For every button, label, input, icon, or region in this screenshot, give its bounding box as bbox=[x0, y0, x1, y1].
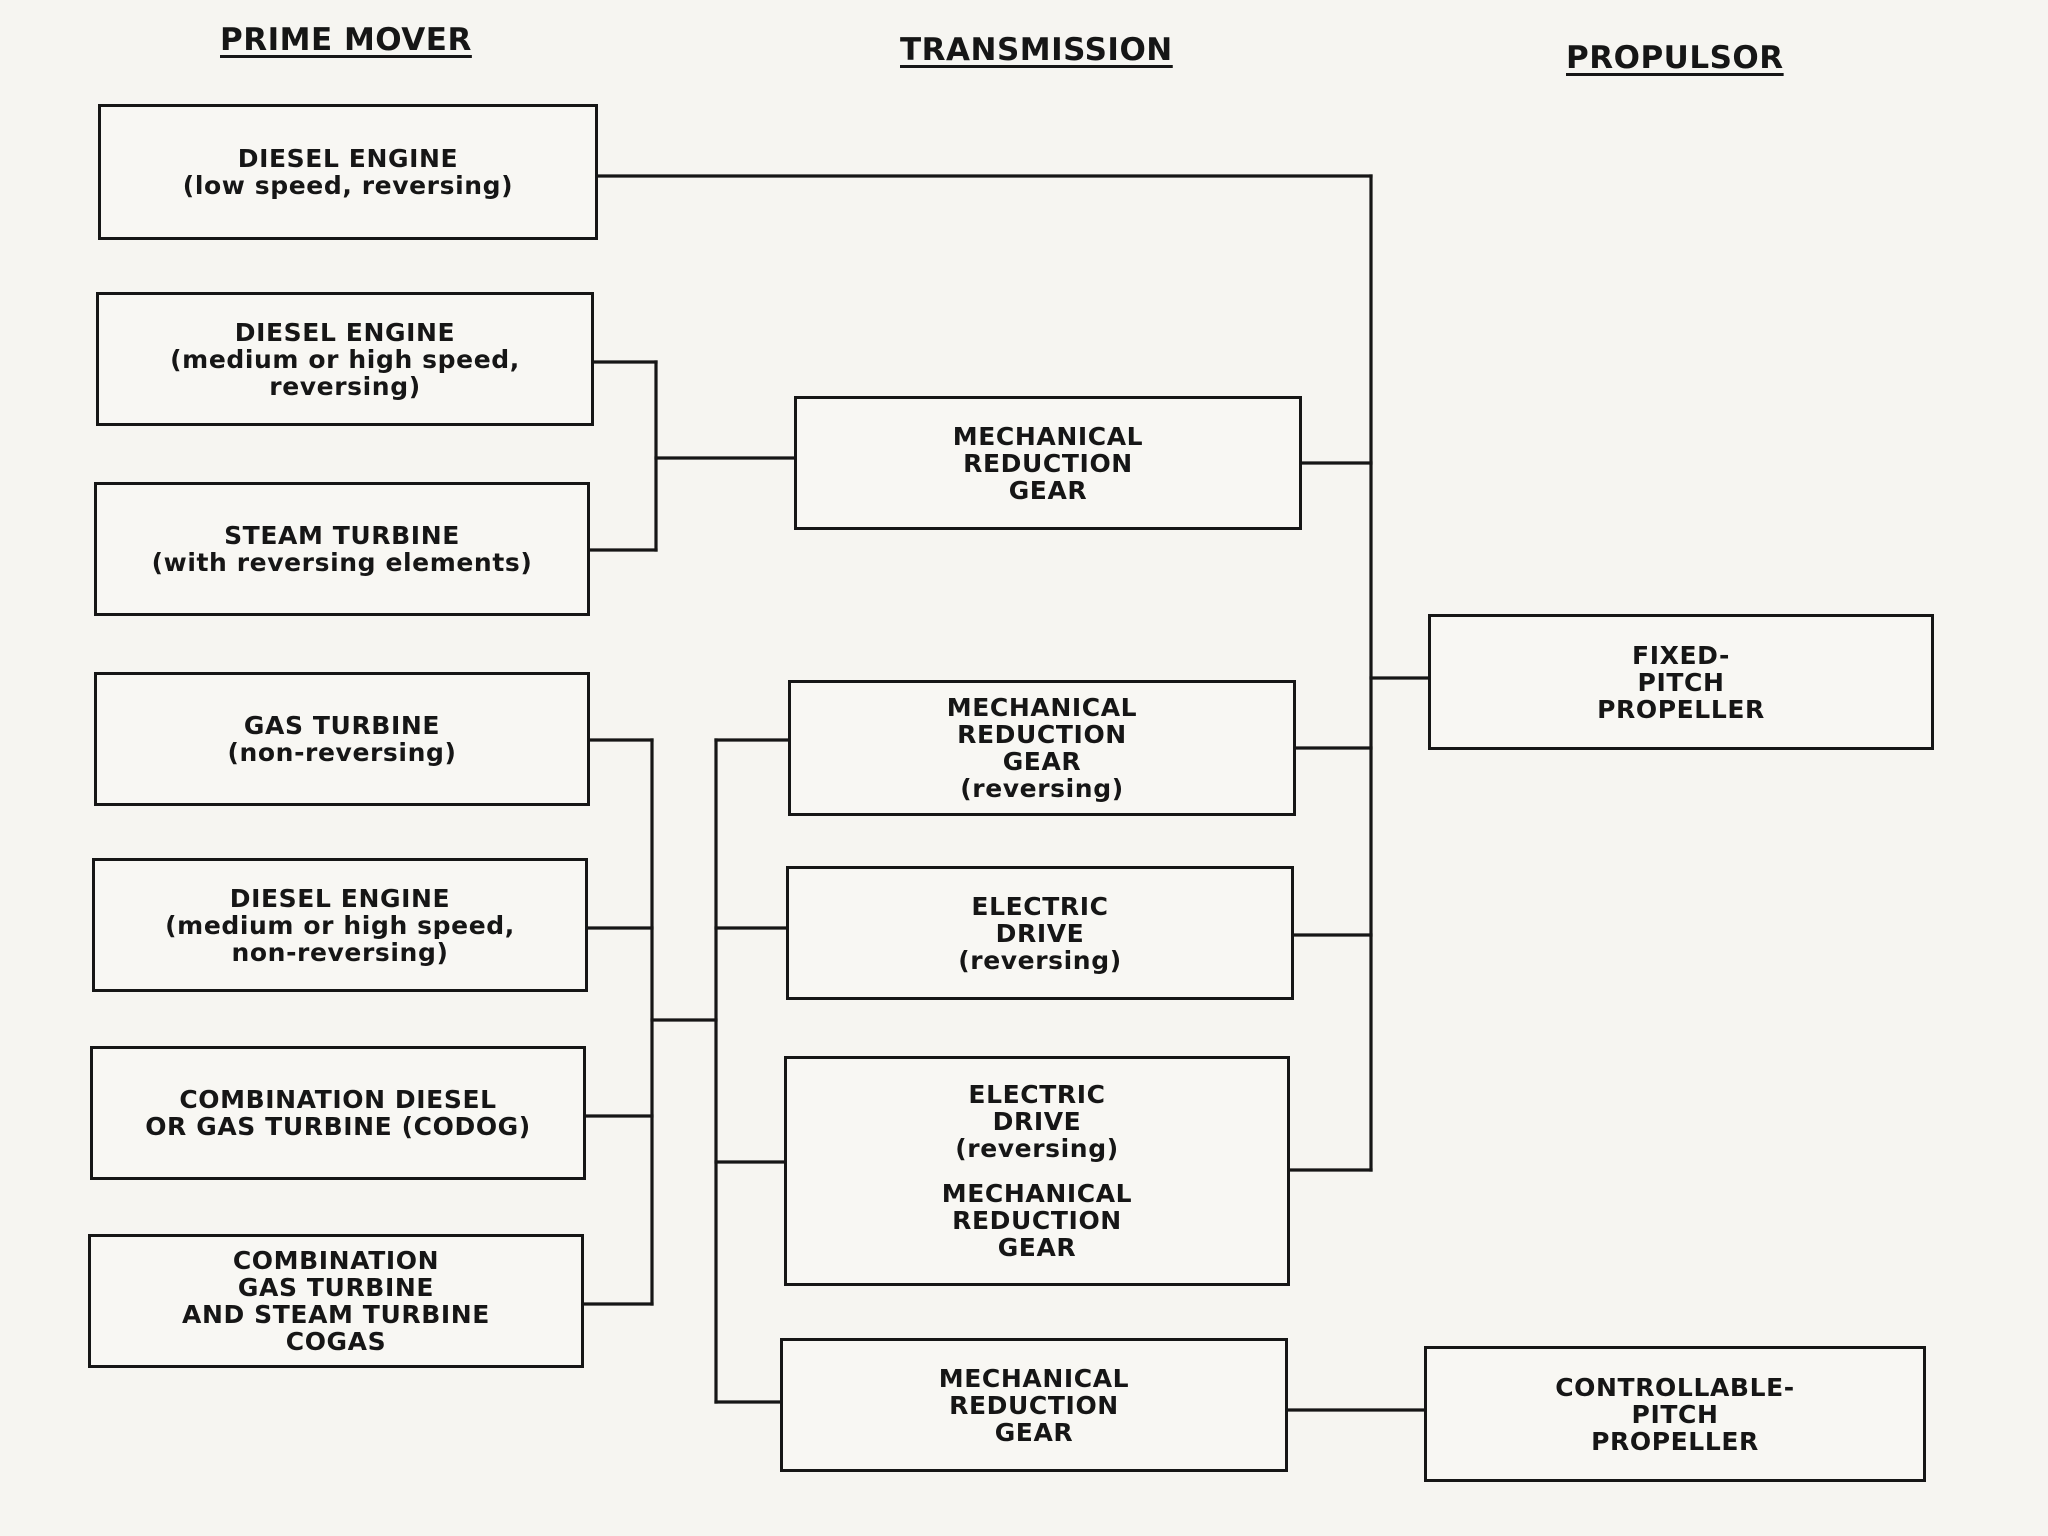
box-mechanical-reduction-gear-reversing: MECHANICAL REDUCTION GEAR (reversing) bbox=[788, 680, 1296, 816]
box-diesel-engine-low-speed: DIESEL ENGINE (low speed, reversing) bbox=[98, 104, 598, 240]
heading-propulsor: PROPULSOR bbox=[1566, 40, 1784, 76]
box-fixed-pitch-propeller: FIXED- PITCH PROPELLER bbox=[1428, 614, 1934, 750]
box-label-line: non-reversing) bbox=[231, 937, 449, 967]
box-label-line: reversing) bbox=[269, 371, 421, 401]
box-electric-drive-mechanical-reduction-gear: ELECTRIC DRIVE (reversing) MECHANICAL RE… bbox=[784, 1056, 1290, 1286]
box-label-line: (non-reversing) bbox=[227, 738, 457, 767]
box-label-line: OR GAS TURBINE (CODOG) bbox=[145, 1112, 531, 1141]
box-label-line: (low speed, reversing) bbox=[182, 171, 514, 200]
box-label-line: GEAR bbox=[1008, 475, 1088, 505]
box-label-line: AND STEAM TURBINE bbox=[182, 1300, 490, 1329]
box-label-line: GAS TURBINE bbox=[237, 1273, 435, 1302]
box-label-line: DIESEL ENGINE bbox=[237, 144, 459, 173]
box-label-line: STEAM TURBINE bbox=[224, 521, 460, 550]
box-label-line: PROPELLER bbox=[1597, 694, 1765, 724]
box-label-line: MECHANICAL bbox=[952, 421, 1144, 451]
heading-transmission: TRANSMISSION bbox=[900, 32, 1173, 68]
box-gas-turbine: GAS TURBINE (non-reversing) bbox=[94, 672, 590, 806]
box-codog: COMBINATION DIESEL OR GAS TURBINE (CODOG… bbox=[90, 1046, 586, 1180]
box-label-line: (reversing) bbox=[960, 774, 1124, 803]
box-cogas: COMBINATION GAS TURBINE AND STEAM TURBIN… bbox=[88, 1234, 584, 1368]
box-label-line: GEAR bbox=[994, 1417, 1074, 1447]
box-label-line: CONTROLLABLE- bbox=[1555, 1372, 1795, 1402]
box-label-line: MECHANICAL bbox=[941, 1179, 1133, 1208]
box-mechanical-reduction-gear-lower: MECHANICAL REDUCTION GEAR bbox=[780, 1338, 1288, 1472]
box-label-line: PITCH bbox=[1631, 1399, 1719, 1429]
box-label-line: REDUCTION bbox=[963, 448, 1133, 478]
box-label-line: ELECTRIC bbox=[968, 1080, 1106, 1109]
box-electric-drive: ELECTRIC DRIVE (reversing) bbox=[786, 866, 1294, 1000]
box-label-line: DIESEL ENGINE bbox=[229, 883, 451, 913]
box-label-line: GEAR bbox=[997, 1233, 1077, 1262]
box-steam-turbine: STEAM TURBINE (with reversing elements) bbox=[94, 482, 590, 616]
box-diesel-engine-medium-high-reversing: DIESEL ENGINE (medium or high speed, rev… bbox=[96, 292, 594, 426]
box-label-line: (reversing) bbox=[955, 1134, 1119, 1163]
box-label-line: (medium or high speed, bbox=[170, 344, 520, 374]
box-label-line: DRIVE bbox=[995, 918, 1085, 948]
box-mechanical-reduction-gear-upper: MECHANICAL REDUCTION GEAR bbox=[794, 396, 1302, 530]
box-diesel-engine-medium-high-nonreversing: DIESEL ENGINE (medium or high speed, non… bbox=[92, 858, 588, 992]
box-label-line: (medium or high speed, bbox=[165, 910, 515, 940]
box-label-line: PROPELLER bbox=[1591, 1426, 1759, 1456]
box-label-line: (with reversing elements) bbox=[151, 548, 533, 577]
box-label-line: GAS TURBINE bbox=[243, 711, 441, 740]
box-label-line: DIESEL ENGINE bbox=[234, 317, 456, 347]
box-label-line: REDUCTION bbox=[949, 1390, 1119, 1420]
box-label-line: COGAS bbox=[285, 1327, 387, 1356]
box-label-line: REDUCTION bbox=[952, 1206, 1122, 1235]
box-label-line: REDUCTION bbox=[957, 720, 1127, 749]
box-label-line: DRIVE bbox=[992, 1107, 1082, 1136]
box-controllable-pitch-propeller: CONTROLLABLE- PITCH PROPELLER bbox=[1424, 1346, 1926, 1482]
box-label-line: GEAR bbox=[1002, 747, 1082, 776]
box-label-line: PITCH bbox=[1637, 667, 1725, 697]
box-label-line: COMBINATION DIESEL bbox=[179, 1085, 497, 1114]
box-label-line: FIXED- bbox=[1632, 640, 1730, 670]
box-label-line: MECHANICAL bbox=[946, 693, 1138, 722]
box-label-line: MECHANICAL bbox=[938, 1363, 1130, 1393]
heading-prime-mover: PRIME MOVER bbox=[220, 22, 472, 58]
box-label-line: (reversing) bbox=[958, 945, 1122, 975]
box-label-line: ELECTRIC bbox=[971, 891, 1109, 921]
box-label-line: COMBINATION bbox=[232, 1246, 440, 1275]
